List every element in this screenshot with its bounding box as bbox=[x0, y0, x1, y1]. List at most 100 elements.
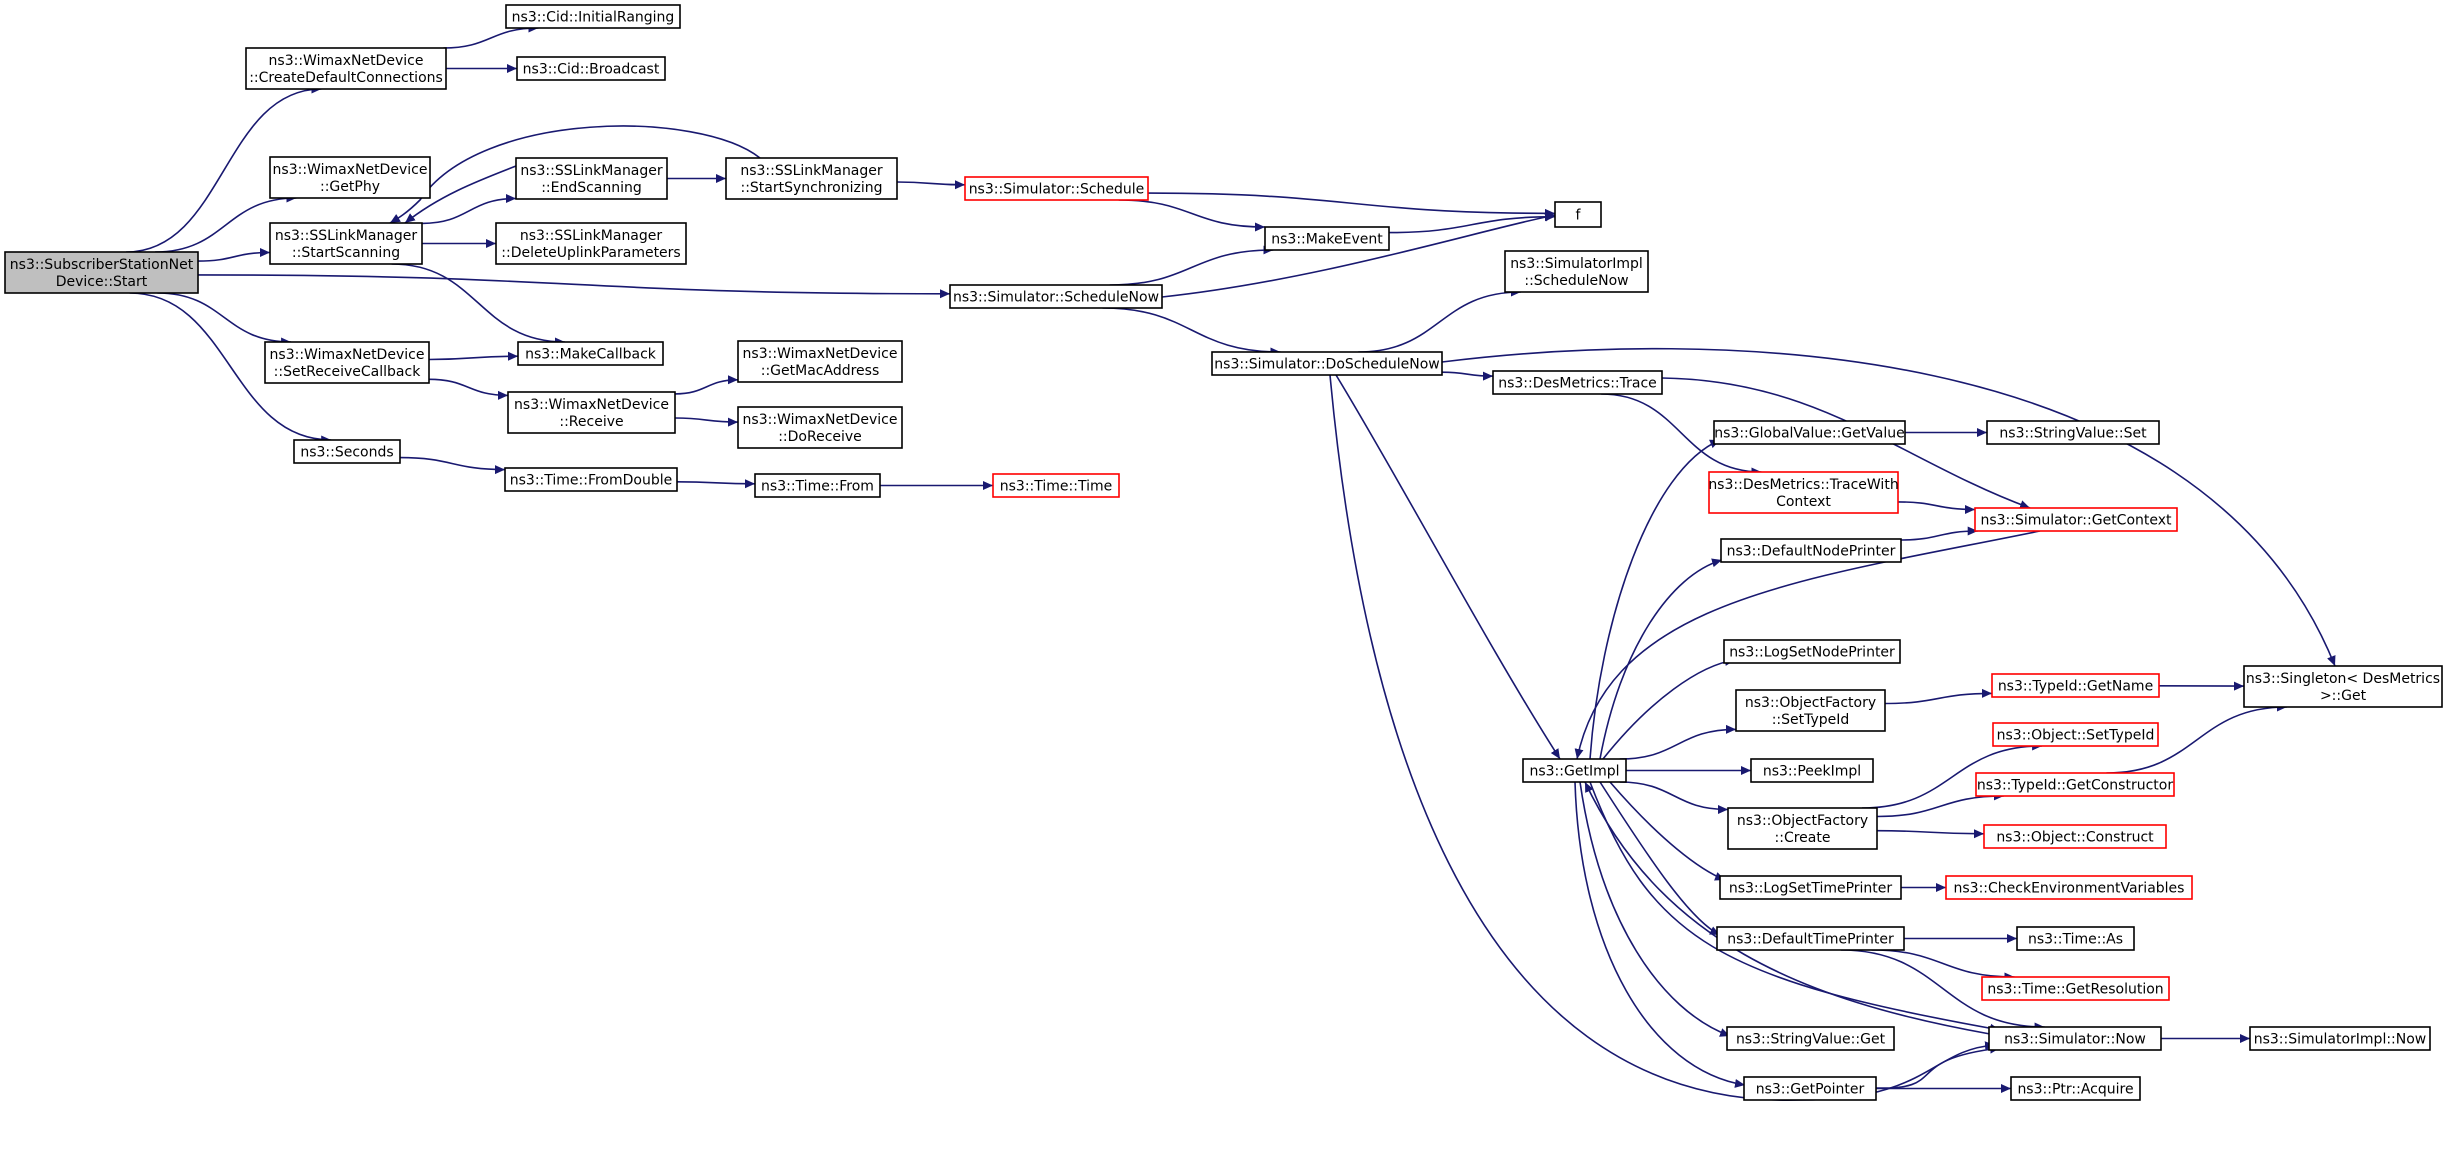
node-box bbox=[507, 391, 676, 434]
node-box bbox=[495, 222, 687, 265]
node-typeIdGetName[interactable]: ns3::TypeId::GetName bbox=[1991, 673, 2160, 698]
edge-line bbox=[428, 378, 509, 400]
node-svGet[interactable]: ns3::StringValue::Get bbox=[1726, 1026, 1895, 1051]
edge-doScheduleNow-to-desTrace bbox=[1441, 371, 1494, 381]
node-cidInitRanging[interactable]: ns3::Cid::InitialRanging bbox=[505, 4, 681, 29]
node-timeGetRes[interactable]: ns3::Time::GetResolution bbox=[1981, 976, 2170, 1001]
node-cidBroadcast[interactable]: ns3::Cid::Broadcast bbox=[516, 56, 666, 81]
node-getPointer[interactable]: ns3::GetPointer bbox=[1743, 1076, 1877, 1101]
node-checkEnv[interactable]: ns3::CheckEnvironmentVariables bbox=[1945, 875, 2193, 900]
node-label: ns3::SSLinkManager bbox=[275, 228, 418, 244]
edge-line bbox=[1102, 307, 1281, 357]
node-f[interactable]: f bbox=[1554, 201, 1602, 228]
node-label: ::StartScanning bbox=[292, 245, 400, 261]
node-simSchedule[interactable]: ns3::Simulator::Schedule bbox=[964, 176, 1149, 201]
node-label: ns3::PeekImpl bbox=[1763, 764, 1861, 780]
node-desTrace[interactable]: ns3::DesMetrics::Trace bbox=[1492, 370, 1663, 395]
node-startScanning[interactable]: ns3::SSLinkManager::StartScanning bbox=[269, 222, 423, 265]
node-svSet[interactable]: ns3::StringValue::Set bbox=[1986, 420, 2160, 445]
node-getMac[interactable]: ns3::WimaxNetDevice::GetMacAddress bbox=[737, 340, 903, 383]
edge-line bbox=[1609, 781, 1726, 881]
node-label: ::SetReceiveCallback bbox=[274, 364, 422, 380]
node-startSync[interactable]: ns3::SSLinkManager::StartSynchronizing bbox=[725, 157, 898, 200]
node-simImplNow[interactable]: ns3::SimulatorImpl::Now bbox=[2249, 1026, 2431, 1051]
edge-simScheduleNow-to-f bbox=[1161, 212, 1556, 298]
node-label: f bbox=[1576, 208, 1582, 224]
node-defNodePrinter[interactable]: ns3::DefaultNodePrinter bbox=[1720, 538, 1902, 563]
edge-ofCreate-to-objConstruct bbox=[1876, 829, 1985, 839]
edge-line bbox=[674, 375, 739, 395]
node-makeEvent[interactable]: ns3::MakeEvent bbox=[1264, 226, 1390, 251]
node-label: ns3::SSLinkManager bbox=[520, 163, 663, 179]
node-receive[interactable]: ns3::WimaxNetDevice::Receive bbox=[507, 391, 676, 434]
node-box bbox=[1708, 471, 1899, 514]
edge-line bbox=[1599, 558, 1723, 760]
edge-defTimePrinter-to-simNow bbox=[1840, 949, 2045, 1032]
node-simScheduleNow[interactable]: ns3::Simulator::ScheduleNow bbox=[949, 284, 1163, 309]
edge-getImpl-to-getPointer bbox=[1574, 781, 1746, 1088]
node-box bbox=[1975, 772, 2175, 797]
node-label: ns3::SSLinkManager bbox=[520, 228, 663, 244]
node-seconds[interactable]: ns3::Seconds bbox=[293, 439, 401, 464]
node-logSetNodePrinter[interactable]: ns3::LogSetNodePrinter bbox=[1723, 639, 1901, 664]
node-getPhy[interactable]: ns3::WimaxNetDevice::GetPhy bbox=[269, 156, 431, 199]
node-timeFrom[interactable]: ns3::Time::From bbox=[754, 473, 881, 498]
node-ofCreate[interactable]: ns3::ObjectFactory::Create bbox=[1727, 807, 1878, 850]
edge-simNow-to-getImpl bbox=[1584, 781, 1991, 1035]
edge-simScheduleNow-to-doScheduleNow bbox=[1102, 307, 1281, 357]
node-simImplScheduleNow[interactable]: ns3::SimulatorImpl::ScheduleNow bbox=[1504, 250, 1649, 293]
node-gvGetValue[interactable]: ns3::GlobalValue::GetValue bbox=[1713, 420, 1906, 445]
node-label: >::Get bbox=[2320, 688, 2367, 704]
node-deleteUplink[interactable]: ns3::SSLinkManager::DeleteUplinkParamete… bbox=[495, 222, 687, 265]
node-doReceive[interactable]: ns3::WimaxNetDevice::DoReceive bbox=[737, 406, 903, 449]
edge-getImpl-to-gvGetValue bbox=[1589, 439, 1721, 760]
edge-line bbox=[1602, 656, 1736, 760]
node-peekImpl[interactable]: ns3::PeekImpl bbox=[1750, 758, 1874, 783]
node-ptrAcquire[interactable]: ns3::Ptr::Acquire bbox=[2010, 1076, 2141, 1101]
node-endScanning[interactable]: ns3::SSLinkManager::EndScanning bbox=[515, 157, 668, 200]
node-ofSetTypeId[interactable]: ns3::ObjectFactory::SetTypeId bbox=[1735, 689, 1886, 732]
node-box bbox=[1983, 824, 2167, 849]
node-label: ns3::Time::GetResolution bbox=[1987, 982, 2163, 998]
node-objSetTypeId[interactable]: ns3::Object::SetTypeId bbox=[1992, 722, 2159, 747]
node-defTimePrinter[interactable]: ns3::DefaultTimePrinter bbox=[1716, 926, 1905, 951]
node-fromDouble[interactable]: ns3::Time::FromDouble bbox=[504, 467, 678, 492]
edge-line bbox=[1574, 530, 2041, 760]
node-getImpl[interactable]: ns3::GetImpl bbox=[1522, 758, 1627, 783]
node-objConstruct[interactable]: ns3::Object::Construct bbox=[1983, 824, 2167, 849]
node-box bbox=[2016, 926, 2135, 951]
edge-line bbox=[1871, 949, 2015, 982]
node-label: ns3::WimaxNetDevice bbox=[269, 53, 424, 69]
node-getContext[interactable]: ns3::Simulator::GetContext bbox=[1974, 507, 2178, 532]
edge-getImpl-to-logSetNodePrinter bbox=[1602, 656, 1736, 760]
node-box bbox=[1743, 1076, 1877, 1101]
node-timeAs[interactable]: ns3::Time::As bbox=[2016, 926, 2135, 951]
node-logSetTimePrinter[interactable]: ns3::LogSetTimePrinter bbox=[1719, 875, 1902, 900]
node-doScheduleNow[interactable]: ns3::Simulator::DoScheduleNow bbox=[1211, 351, 1443, 376]
edge-line bbox=[197, 274, 951, 299]
node-box bbox=[737, 406, 903, 449]
node-box bbox=[1981, 976, 2170, 1001]
edge-setRecvCb-to-makeCallback bbox=[428, 351, 519, 361]
edge-line bbox=[1861, 741, 2043, 809]
node-simNow[interactable]: ns3::Simulator::Now bbox=[1988, 1026, 2162, 1051]
node-singletonGet[interactable]: ns3::Singleton< DesMetrics>::Get bbox=[2243, 665, 2443, 708]
node-setRecvCb[interactable]: ns3::WimaxNetDevice::SetReceiveCallback bbox=[264, 341, 430, 384]
node-label: ns3::WimaxNetDevice bbox=[743, 346, 898, 362]
node-typeIdGetCtor[interactable]: ns3::TypeId::GetConstructor bbox=[1975, 772, 2175, 797]
node-label: ns3::StringValue::Get bbox=[1736, 1032, 1886, 1048]
node-label: ns3::Time::Time bbox=[1000, 479, 1112, 495]
node-box bbox=[515, 157, 668, 200]
edge-line bbox=[126, 84, 322, 253]
node-timeTime[interactable]: ns3::Time::Time bbox=[992, 473, 1120, 498]
node-label: ns3::LogSetTimePrinter bbox=[1729, 881, 1893, 897]
node-makeCallback[interactable]: ns3::MakeCallback bbox=[517, 341, 664, 366]
node-label: ns3::MakeEvent bbox=[1271, 232, 1383, 248]
node-label: ns3::WimaxNetDevice bbox=[514, 397, 669, 413]
edge-line bbox=[1441, 347, 2336, 667]
node-label: ns3::Ptr::Acquire bbox=[2017, 1082, 2133, 1098]
node-createDefConn[interactable]: ns3::WimaxNetDevice::CreateDefaultConnec… bbox=[245, 47, 447, 90]
node-label: ::ScheduleNow bbox=[1524, 273, 1628, 289]
node-label: ns3::Seconds bbox=[300, 445, 393, 461]
